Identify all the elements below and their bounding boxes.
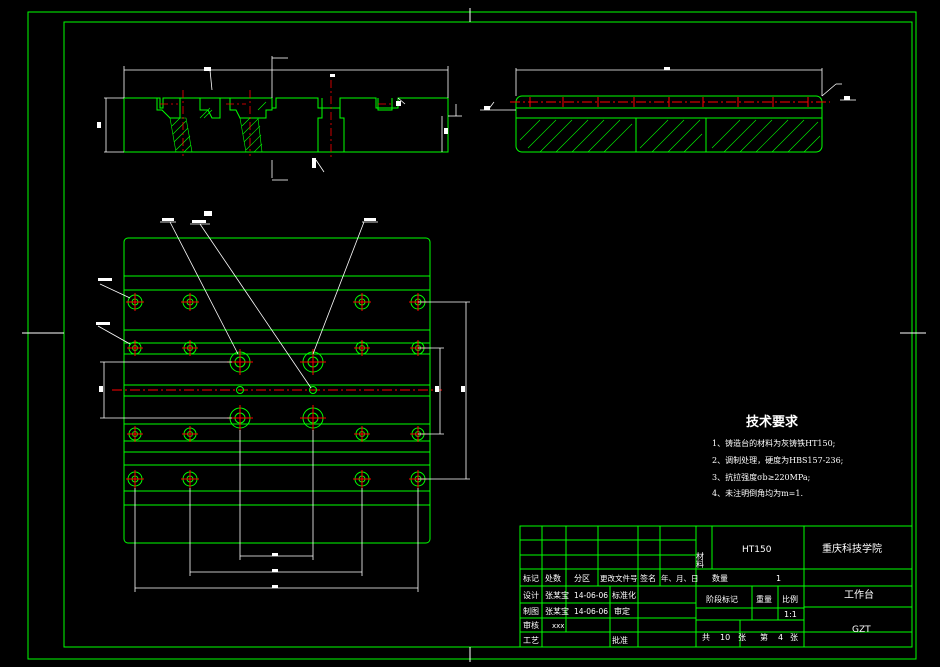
side-dimension-arrows (484, 67, 850, 110)
hole (127, 340, 143, 356)
hole (182, 340, 198, 356)
large-hole (300, 405, 326, 431)
header-mark: 标记 (523, 573, 539, 583)
hole (126, 470, 144, 488)
side-centerlines (510, 97, 830, 107)
hole (353, 293, 371, 311)
side-view-outline (515, 95, 823, 153)
quantity-value: 1 (776, 574, 781, 583)
hole (354, 426, 370, 442)
side-view (480, 67, 856, 153)
check-name: xxx (552, 622, 564, 630)
scale-label: 比例 (782, 594, 798, 604)
hole (126, 293, 144, 311)
section-hatch (169, 101, 267, 153)
scale-value: 1:1 (784, 610, 797, 619)
front-view (97, 56, 462, 181)
tech-req-item-1: 1、铸造台的材料为灰铸铁HT150; (712, 438, 835, 448)
front-centerlines (160, 80, 392, 160)
part-name: 工作台 (844, 588, 874, 601)
front-view-outline (123, 97, 449, 153)
small-hole (236, 386, 244, 394)
hole (354, 340, 370, 356)
approve-label: 批准 (612, 635, 628, 645)
hole (181, 293, 199, 311)
header-change-doc: 更改文件号 (600, 573, 638, 583)
side-hatch (519, 119, 821, 153)
header-zone: 分区 (574, 574, 590, 583)
check-label: 审核 (523, 620, 539, 630)
design-name: 张某宝 (545, 590, 569, 600)
hole (182, 426, 198, 442)
sheets-unit-1: 张 (738, 633, 746, 642)
quantity-label: 数量 (712, 573, 728, 583)
draw-date: 14-06-06 (574, 607, 608, 616)
top-view (96, 211, 470, 592)
title-block-grid (519, 525, 913, 648)
header-count: 处数 (545, 573, 561, 583)
sheets-total-label: 共 (702, 633, 710, 642)
leader-labels (96, 211, 376, 325)
material-value: HT150 (742, 545, 772, 555)
hole (353, 470, 371, 488)
tech-req-item-4: 4、未注明倒角均为m=1. (712, 488, 803, 498)
sheets-unit-2: 张 (790, 633, 798, 642)
header-signature: 签名 (640, 573, 656, 583)
tech-req-item-3: 3、抗拉强度σb≥220MPa; (712, 472, 810, 482)
draw-name: 张某宝 (545, 606, 569, 616)
drawing-frame (27, 11, 917, 660)
material-label: 材料 (696, 551, 705, 569)
sheets-total: 10 (720, 633, 730, 642)
tech-req-title: 技术要求 (746, 414, 799, 430)
top-view-outline (123, 237, 431, 544)
design-label: 设计 (523, 590, 539, 600)
title-block: 材料 HT150 重庆科技学院 工作台 GZT 标记 处数 分区 更改文件号 签… (519, 525, 913, 648)
stage-label: 阶段标记 (706, 594, 738, 604)
sheet-no: 4 (778, 633, 783, 642)
top-dimension-values (99, 386, 465, 588)
standard-label: 标准化 (612, 590, 636, 600)
side-dividers (635, 118, 707, 152)
drawing-number: GZT (852, 625, 871, 635)
review-label: 审定 (614, 606, 630, 616)
draw-label: 制图 (523, 606, 539, 616)
header-date: 年、月、日 (661, 573, 699, 583)
top-view-slot-lines (124, 275, 430, 506)
sheet-no-label: 第 (760, 632, 768, 642)
hole (127, 426, 143, 442)
school-name: 重庆科技学院 (822, 542, 882, 555)
craft-label: 工艺 (523, 636, 539, 645)
front-dimension-arrows (97, 67, 448, 168)
centering-marks (22, 8, 926, 662)
small-hole (309, 386, 317, 394)
weight-label: 重量 (756, 594, 772, 604)
technical-requirements: 技术要求 1、铸造台的材料为灰铸铁HT150; 2、调制处理，硬度为HBS157… (712, 414, 843, 498)
tech-req-item-2: 2、调制处理，硬度为HBS157-236; (712, 455, 843, 465)
hole (181, 470, 199, 488)
design-date: 14-06-06 (574, 591, 608, 600)
front-dimensions (104, 56, 462, 181)
leader-lines (97, 221, 378, 389)
